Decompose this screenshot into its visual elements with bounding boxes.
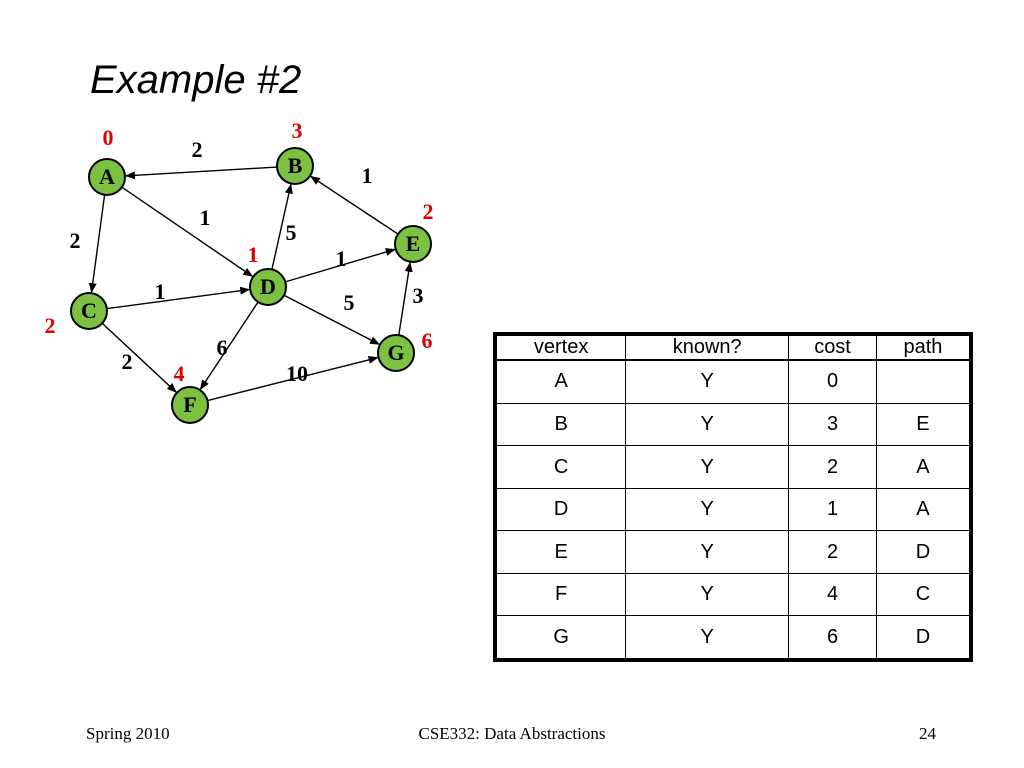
cell-vertex: E <box>495 530 627 574</box>
node-circle <box>171 386 209 424</box>
edge-d-g <box>283 294 381 345</box>
edge-d-f <box>199 301 259 390</box>
cell-path <box>875 359 971 404</box>
cell-vertex: C <box>495 445 627 489</box>
slide-title: Example #2 <box>90 58 302 102</box>
edge-weight-c-d: 1 <box>155 279 166 304</box>
node-label: D <box>260 274 276 299</box>
node-cost-c: 2 <box>45 313 56 338</box>
node-cost-f: 4 <box>174 361 185 386</box>
node-a: A <box>88 158 126 196</box>
node-e: E <box>394 225 432 263</box>
column-header-vertex: vertex <box>495 335 627 361</box>
cell-cost: 2 <box>788 445 877 489</box>
edge-weight-a-c: 2 <box>70 228 81 253</box>
cell-cost: 0 <box>788 359 877 404</box>
cell-cost: 2 <box>788 530 877 574</box>
footer-course: CSE332: Data Abstractions <box>418 724 606 743</box>
node-label: C <box>81 298 97 323</box>
node-cost-a: 0 <box>103 125 114 150</box>
node-circle <box>88 158 126 196</box>
edge-b-a <box>124 166 278 180</box>
edge-d-e <box>285 248 396 283</box>
node-label: A <box>99 164 115 189</box>
cell-cost: 6 <box>788 615 877 659</box>
node-label: E <box>406 231 421 256</box>
node-label: F <box>183 392 196 417</box>
edge-a-d <box>121 186 254 277</box>
node-cost-b: 3 <box>292 118 303 143</box>
cell-path: E <box>875 402 971 447</box>
cell-cost: 4 <box>788 572 877 617</box>
cell-path: D <box>875 530 971 574</box>
edge-e-b <box>310 175 399 235</box>
edge-weight-e-b: 1 <box>362 163 373 188</box>
edge-c-d <box>106 286 251 310</box>
edge-weight-d-f: 6 <box>217 335 228 360</box>
edge-weight-d-g: 5 <box>344 290 355 315</box>
edge-weight-b-a: 2 <box>192 137 203 162</box>
node-cost-d: 1 <box>248 242 259 267</box>
column-header-path: path <box>875 335 971 361</box>
cell-path: A <box>875 487 971 532</box>
node-label: B <box>288 153 303 178</box>
cell-known: Y <box>625 402 790 447</box>
footer-term: Spring 2010 <box>86 724 170 743</box>
cell-vertex: B <box>495 402 627 447</box>
node-b: B <box>276 147 314 185</box>
footer-page-number: 24 <box>919 724 936 743</box>
cell-cost: 1 <box>788 487 877 532</box>
edge-d-b <box>271 183 293 270</box>
node-f: F <box>171 386 209 424</box>
edge-weight-f-g: 10 <box>286 361 308 386</box>
node-cost-e: 2 <box>423 199 434 224</box>
node-c: C <box>70 292 108 330</box>
edge-g-e <box>398 261 413 336</box>
node-circle <box>394 225 432 263</box>
column-header-known: known? <box>625 335 790 361</box>
cell-known: Y <box>625 359 790 404</box>
column-header-cost: cost <box>788 335 877 361</box>
edge-c-f <box>101 322 177 393</box>
node-g: G <box>377 334 415 372</box>
node-d: D <box>249 268 287 306</box>
cell-known: Y <box>625 615 790 659</box>
cell-path: C <box>875 572 971 617</box>
cell-vertex: G <box>495 615 627 659</box>
cell-vertex: F <box>495 572 627 617</box>
node-circle <box>70 292 108 330</box>
edge-weight-g-e: 3 <box>413 283 424 308</box>
cell-known: Y <box>625 530 790 574</box>
node-circle <box>377 334 415 372</box>
edge-weight-d-e: 1 <box>336 246 347 271</box>
edge-a-c <box>88 194 106 294</box>
node-circle <box>249 268 287 306</box>
node-cost-g: 6 <box>422 328 433 353</box>
cell-path: A <box>875 445 971 489</box>
node-circle <box>276 147 314 185</box>
cell-known: Y <box>625 487 790 532</box>
cell-vertex: D <box>495 487 627 532</box>
cell-known: Y <box>625 445 790 489</box>
edge-weight-d-b: 5 <box>286 220 297 245</box>
cell-cost: 3 <box>788 402 877 447</box>
edge-weight-c-f: 2 <box>122 349 133 374</box>
edge-weight-a-d: 1 <box>200 205 211 230</box>
edge-f-g <box>207 355 379 402</box>
cell-known: Y <box>625 572 790 617</box>
cell-vertex: A <box>495 359 627 404</box>
cell-path: D <box>875 615 971 659</box>
node-label: G <box>387 340 404 365</box>
